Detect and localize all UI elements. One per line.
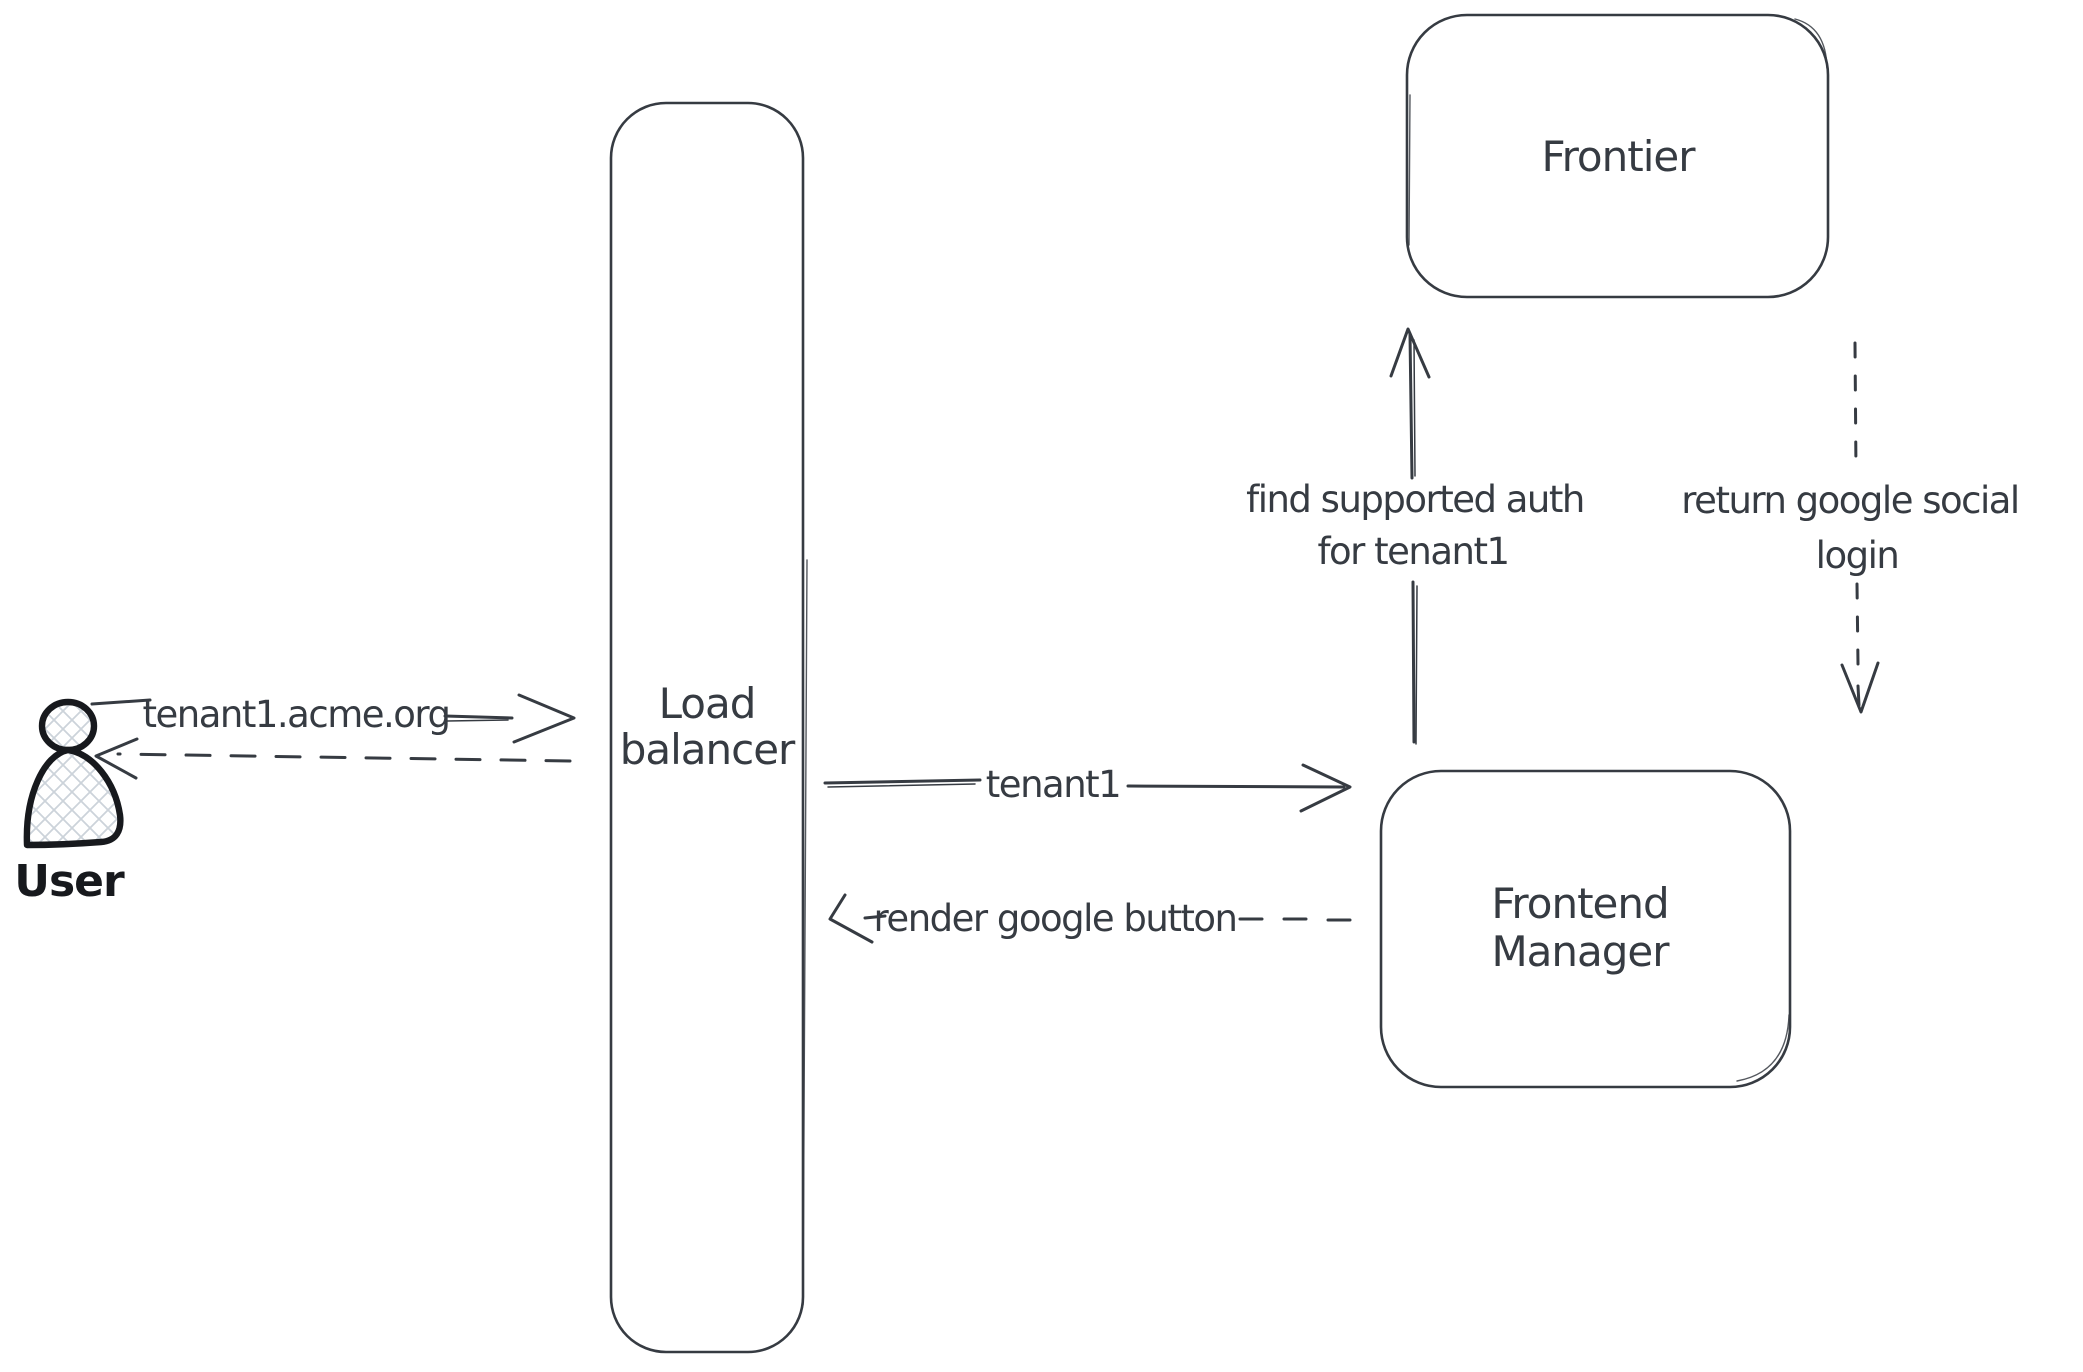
load-balancer-label-line1: Load xyxy=(659,679,756,728)
edge-label-find-supported-auth: find supported auth xyxy=(1246,478,1584,521)
edge-line-overdraw xyxy=(1415,585,1418,745)
label-backdrop xyxy=(150,678,444,744)
arrowhead-left-icon xyxy=(828,893,874,944)
frontier-box-overdraw xyxy=(1408,18,1828,246)
user-label: User xyxy=(14,856,125,907)
edge-dash xyxy=(1856,684,1861,707)
frontend-manager-label-line2: Manager xyxy=(1491,927,1670,976)
edge-dashed-line xyxy=(116,752,572,763)
edge-line-overdraw xyxy=(446,719,509,722)
arrowhead-down-icon xyxy=(1840,661,1880,714)
load-balancer-box xyxy=(609,101,805,1354)
arrowhead-right-icon xyxy=(512,693,576,744)
label-backdrop xyxy=(982,754,1124,806)
frontend-manager-label-line1: Frontend xyxy=(1491,879,1668,928)
edge-line xyxy=(823,778,982,785)
user-icon-body xyxy=(23,746,124,849)
arrowhead-left-icon xyxy=(94,737,139,780)
edge-label-for-tenant1: for tenant1 xyxy=(1317,530,1508,573)
frontend-manager-node: Frontend Manager xyxy=(1379,769,1792,1089)
edge-line xyxy=(1126,784,1346,789)
edge-label-tenant1-acme-org: tenant1.acme.org xyxy=(143,693,450,736)
frontier-node: Frontier xyxy=(1405,13,1830,299)
label-backdrop xyxy=(886,886,1232,948)
edge-frontend-manager-to-load-balancer: render google button xyxy=(828,886,1352,948)
edge-label-render-google-button: render google button xyxy=(874,897,1237,940)
edge-load-balancer-to-user xyxy=(94,737,572,780)
edge-line xyxy=(443,714,514,720)
edge-label-tenant1: tenant1 xyxy=(986,763,1120,806)
edge-frontend-manager-to-frontier: find supported auth for tenant1 xyxy=(1246,327,1585,745)
arrowhead-right-icon xyxy=(1299,763,1352,813)
edge-frontier-to-frontend-manager: return google social login xyxy=(1681,341,2020,714)
edge-load-balancer-to-frontend-manager: tenant1 xyxy=(823,754,1352,813)
arrowhead-up-icon xyxy=(1389,327,1431,379)
edge-line xyxy=(1408,332,1414,480)
edge-dashed-line xyxy=(1855,582,1860,666)
edge-label-login: login xyxy=(1816,534,1899,577)
frontend-manager-box xyxy=(1379,769,1792,1089)
edge-line-overdraw xyxy=(1413,339,1416,477)
frontend-manager-box-overdraw xyxy=(1736,1014,1790,1082)
frontier-box xyxy=(1405,13,1830,299)
edge-line xyxy=(1411,580,1416,744)
load-balancer-box-overdraw xyxy=(802,559,808,1306)
load-balancer-node: Load balancer xyxy=(609,101,808,1354)
edge-dashed-line xyxy=(1853,341,1858,475)
edge-dash xyxy=(863,914,887,920)
frontier-label: Frontier xyxy=(1541,132,1696,181)
load-balancer-label-line2: balancer xyxy=(620,725,796,774)
edge-user-to-load-balancer: tenant1.acme.org xyxy=(90,678,576,744)
user-icon xyxy=(38,698,98,754)
edge-label-return-google-social: return google social xyxy=(1681,479,2018,522)
edge-line xyxy=(90,698,152,706)
edge-line-overdraw xyxy=(827,783,976,788)
user-node: User xyxy=(14,698,126,907)
